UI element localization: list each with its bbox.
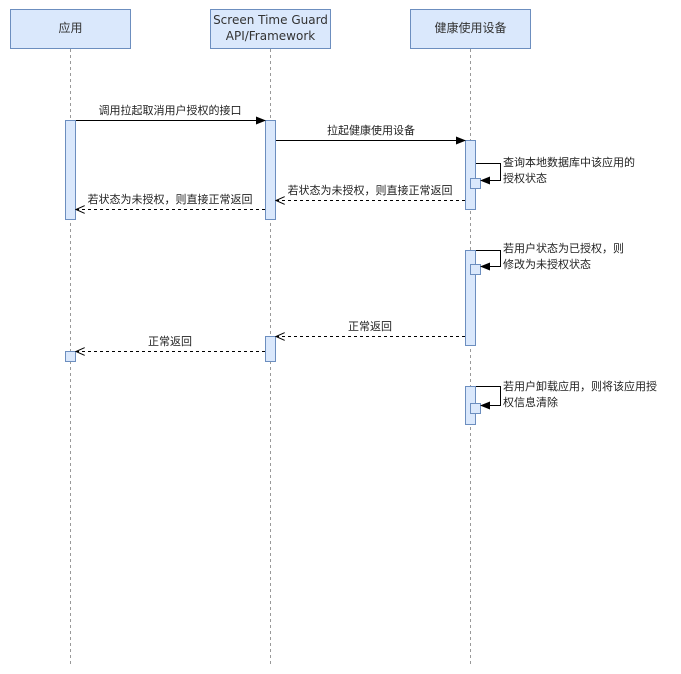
message-label-9b: 权信息清除: [503, 395, 558, 409]
participant-app: 应用: [10, 9, 131, 49]
message-arrow-9: [476, 386, 501, 410]
message-arrow-6: [476, 250, 501, 271]
message-label-3a: 查询本地数据库中该应用的: [503, 155, 635, 169]
activation-framework-2: [265, 336, 276, 362]
participant-app-label: 应用: [58, 21, 83, 36]
activation-device-1: [465, 140, 476, 210]
activation-device-1-self: [470, 178, 481, 189]
message-label-6b: 修改为未授权状态: [503, 257, 591, 271]
message-arrow-3: [476, 163, 501, 185]
activation-device-3-self: [470, 403, 481, 414]
message-label-5: 若状态为未授权，则直接正常返回: [88, 192, 253, 206]
message-label-7: 正常返回: [348, 320, 392, 333]
participant-device-label: 健康使用设备: [434, 21, 507, 36]
message-label-9a: 若用户卸载应用，则将该应用授: [503, 379, 657, 393]
activation-device-2: [465, 250, 476, 346]
participant-framework: Screen Time Guard API/Framework: [210, 9, 331, 49]
message-label-4: 若状态为未授权，则直接正常返回: [288, 183, 453, 197]
message-label-1: 调用拉起取消用户授权的接口: [99, 103, 242, 117]
participant-framework-label: Screen Time Guard API/Framework: [213, 13, 328, 43]
activation-device-2-self: [470, 264, 481, 275]
message-label-8: 正常返回: [148, 335, 192, 348]
activation-framework-1: [265, 120, 276, 220]
activation-app-2: [65, 351, 76, 362]
message-label-3b: 授权状态: [503, 171, 547, 185]
message-label-2: 拉起健康使用设备: [327, 123, 415, 137]
participant-device: 健康使用设备: [410, 9, 531, 49]
message-label-6a: 若用户状态为已授权，则: [503, 241, 624, 255]
activation-app-1: [65, 120, 76, 220]
